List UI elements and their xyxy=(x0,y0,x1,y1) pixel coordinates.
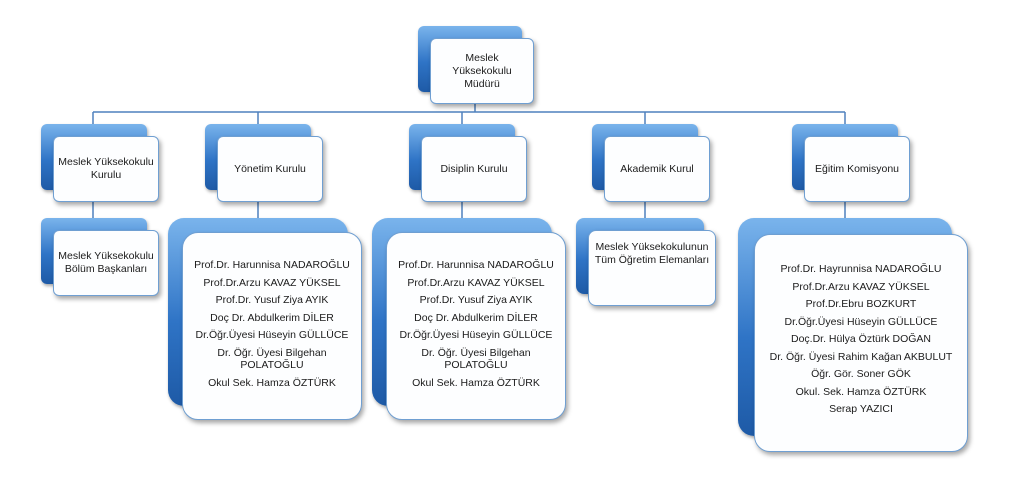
node-myo-kurulu-label: Meslek Yüksekokulu Kurulu xyxy=(58,156,154,181)
member-name: Prof.Dr. Yusuf Ziya AYIK xyxy=(215,294,329,306)
member-name: Prof.Dr. Harunnisa NADAROĞLU xyxy=(398,259,554,271)
member-name: Doç Dr. Abdulkerim DİLER xyxy=(210,311,334,324)
node-disiplin-kurulu: Disiplin Kurulu xyxy=(409,124,527,202)
node-disiplin-members: Prof.Dr. Harunnisa NADAROĞLU Prof.Dr.Arz… xyxy=(372,218,566,420)
node-yonetim-members: Prof.Dr. Harunnisa NADAROĞLU Prof.Dr.Arz… xyxy=(168,218,362,420)
node-egitim-members: Prof.Dr. Hayrunnisa NADAROĞLU Prof.Dr.Ar… xyxy=(738,218,968,452)
member-name: Doç.Dr. Hülya Öztürk DOĞAN xyxy=(790,333,932,345)
node-egitim-komisyonu-label: Eğitim Komisyonu xyxy=(814,162,900,175)
member-name: Dr. Öğr. Üyesi Bilgehan POLATOĞLU xyxy=(217,346,327,372)
node-mudur: Meslek Yüksekokulu Müdürü xyxy=(418,26,534,104)
node-yonetim-kurulu-label: Yönetim Kurulu xyxy=(234,162,306,175)
node-akademik-kurul: Akademik Kurul xyxy=(592,124,710,202)
node-akademik-kurul-label: Akademik Kurul xyxy=(620,162,694,175)
member-name: Okul Sek. Hamza ÖZTÜRK xyxy=(208,376,336,389)
member-name: Dr.Öğr.Üyesi Hüseyin GÜLLÜCE xyxy=(399,329,553,341)
node-myo-kurulu: Meslek Yüksekokulu Kurulu xyxy=(41,124,159,202)
node-ogretim-elemanlari: Meslek Yüksekokulunun Tüm Öğretim Eleman… xyxy=(576,218,716,306)
member-name: Prof.Dr.Arzu KAVAZ YÜKSEL xyxy=(792,280,930,293)
node-mudur-label: Meslek Yüksekokulu Müdürü xyxy=(452,51,512,90)
member-name: Prof.Dr.Ebru BOZKURT xyxy=(805,298,917,310)
member-name: Okul. Sek. Hamza ÖZTÜRK xyxy=(795,385,927,398)
member-name: Dr.Öğr.Üyesi Hüseyin GÜLLÜCE xyxy=(784,315,938,328)
member-name: Prof.Dr.Arzu KAVAZ YÜKSEL xyxy=(407,276,545,289)
node-yonetim-kurulu: Yönetim Kurulu xyxy=(205,124,323,202)
member-name: Dr.Öğr.Üyesi Hüseyin GÜLLÜCE xyxy=(195,329,349,341)
member-name: Serap YAZICI xyxy=(829,403,893,415)
node-disiplin-kurulu-label: Disiplin Kurulu xyxy=(440,162,508,175)
member-name: Dr. Öğr. Üyesi Rahim Kağan AKBULUT xyxy=(769,350,953,363)
node-bolum-baskanlari: Meslek Yüksekokulu Bölüm Başkanları xyxy=(41,218,159,296)
node-bolum-baskanlari-label: Meslek Yüksekokulu Bölüm Başkanları xyxy=(58,250,154,275)
member-name: Prof.Dr. Yusuf Ziya AYIK xyxy=(419,294,533,306)
member-name: Okul Sek. Hamza ÖZTÜRK xyxy=(412,376,540,389)
member-name: Prof.Dr. Harunnisa NADAROĞLU xyxy=(194,259,350,271)
node-ogretim-elemanlari-label: Meslek Yüksekokulunun Tüm Öğretim Eleman… xyxy=(594,241,710,266)
member-name: Prof.Dr. Hayrunnisa NADAROĞLU xyxy=(780,263,942,275)
node-egitim-komisyonu: Eğitim Komisyonu xyxy=(792,124,910,202)
member-name: Doç Dr. Abdulkerim DİLER xyxy=(414,311,538,324)
member-name: Prof.Dr.Arzu KAVAZ YÜKSEL xyxy=(203,276,341,289)
member-name: Öğr. Gör. Soner GÖK xyxy=(811,368,911,380)
member-name: Dr. Öğr. Üyesi Bilgehan POLATOĞLU xyxy=(421,346,531,372)
